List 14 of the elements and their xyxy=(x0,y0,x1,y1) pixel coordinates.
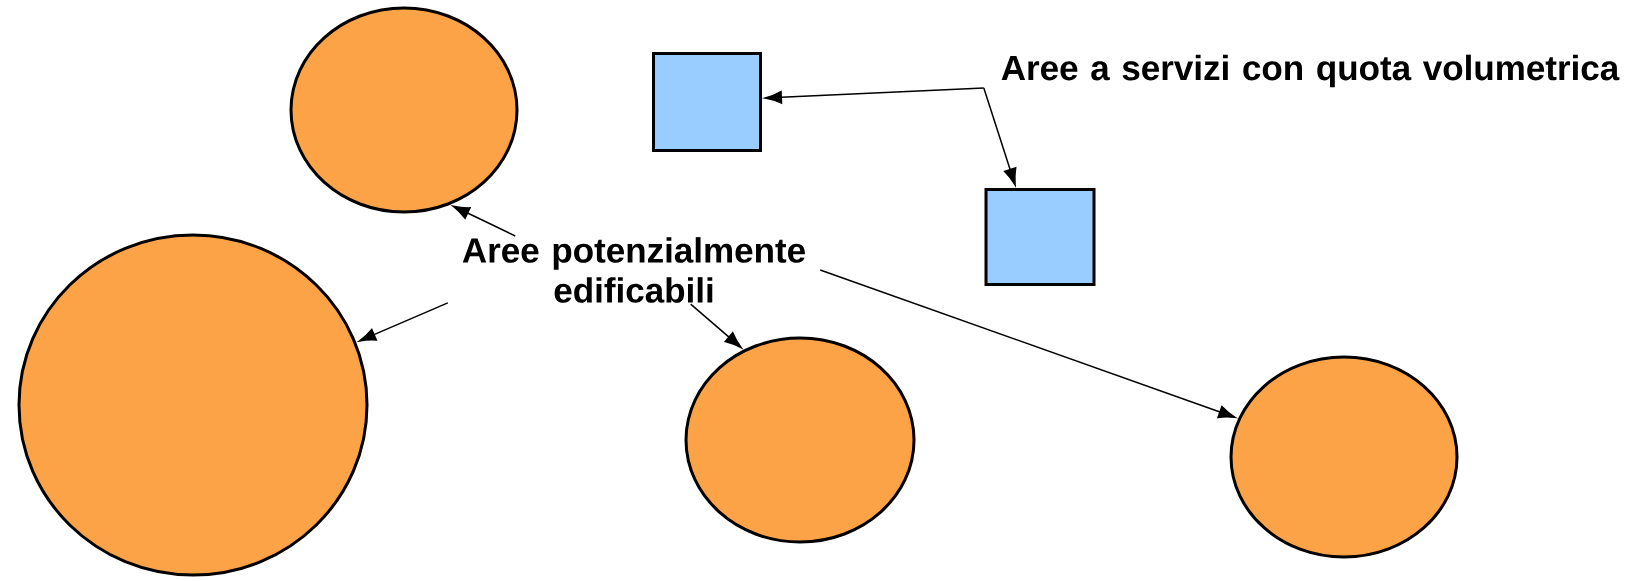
area-ellipse xyxy=(289,6,519,214)
area-ellipse xyxy=(684,336,916,544)
leader-line xyxy=(358,302,449,342)
leader-line xyxy=(983,87,1017,186)
area-ellipse xyxy=(1229,355,1459,559)
area-circle xyxy=(17,233,369,577)
leader-line xyxy=(689,303,742,349)
callout-label: Aree potenzialmente edificabili xyxy=(462,237,805,303)
area-square xyxy=(984,188,1096,286)
leader-line xyxy=(819,269,1236,419)
callout-label: Aree a servizi con quota volumetrica xyxy=(1001,54,1620,88)
leader-line xyxy=(764,87,985,104)
area-square xyxy=(652,52,762,152)
leader-line xyxy=(452,205,516,237)
